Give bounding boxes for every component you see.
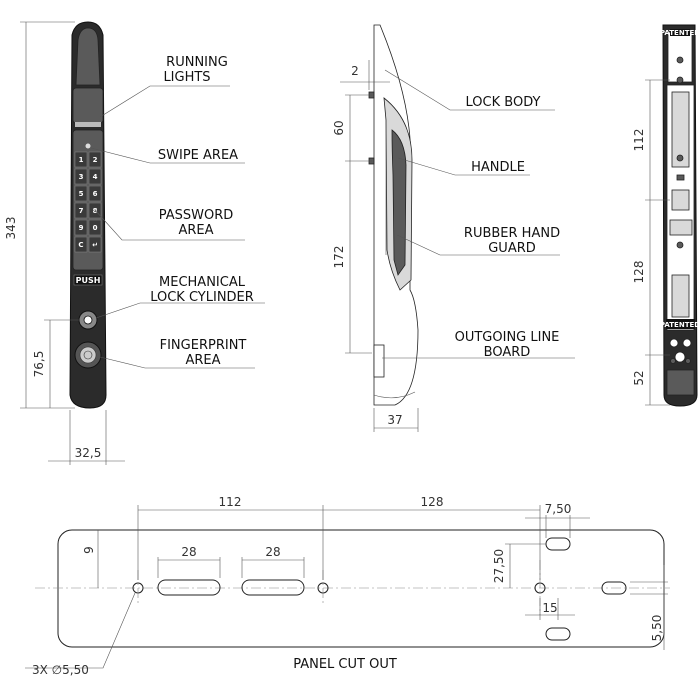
dim-back-128: 128 [632,261,646,284]
keypad-key [88,185,102,202]
slot-b [241,579,305,596]
label-mech-lock-2: LOCK CYLINDER [150,290,254,305]
dim-cut-15: 15 [542,601,557,615]
dim-cut-slot-b: 28 [265,545,280,559]
label-password-area-2: AREA [178,223,213,238]
label-lock-body: LOCK BODY [466,95,541,110]
keypad-key [88,219,102,236]
label-rubber-guard: RUBBER HAND [464,226,560,241]
panel-cut-out: 112 128 7,50 28 28 9 27,50 15 5,50 [25,495,670,677]
dim-front-width: 32,5 [75,446,102,460]
push-label-box [73,274,103,286]
swipe-marker [85,143,91,149]
keypad-key-label: 3 [79,173,84,181]
running-lights [75,122,101,127]
back-view: PATENTED PATENTED 112 128 52 [632,24,700,407]
label-rubber-guard-2: GUARD [488,241,536,256]
keypad-key [74,185,88,202]
dim-cut-2750: 27,50 [492,549,506,583]
label-password-area: PASSWORD [159,208,234,223]
label-swipe-area: SWIPE AREA [158,148,238,163]
keypad-key-label: 1 [79,156,84,164]
label-fingerprint: FINGERPRINT [160,338,247,353]
dim-back-52: 52 [632,370,646,385]
dim-cut-112: 112 [219,495,242,509]
label-outgoing-board-2: BOARD [484,345,531,360]
push-label: PUSH [76,276,101,285]
keypad-key [74,236,88,253]
dim-back-112: 112 [632,129,646,152]
patented-text-top: PATENTED [660,29,700,37]
dim-front-bottom: 76,5 [32,351,46,378]
patented-plate [666,319,695,329]
dim-cut-9: 9 [82,546,96,554]
label-handle: HANDLE [471,160,525,175]
label-panel-cut-out: PANEL CUT OUT [293,657,397,672]
dim-side-depth: 37 [387,413,402,427]
dim-side-172: 172 [332,246,346,269]
side-view: 60 172 2 37 LOCK BODY HANDLE RUBBER HAND… [332,24,575,432]
slot-d [545,537,571,551]
keypad-key-label: ↵ [92,241,98,249]
keypad-key [74,151,88,168]
keypad-key-label: C [78,241,83,249]
keypad-key [74,202,88,219]
patented-plate-top [670,29,690,36]
keypad: 1 2 3 4 5 6 7 8 9 0C ↵ [74,151,102,253]
patented-text: PATENTED [660,321,700,329]
slot-c [601,581,627,595]
keypad-key-label: 4 [93,173,98,181]
slot-e [545,627,571,641]
label-fingerprint-2: AREA [185,353,220,368]
dim-front-height: 343 [4,217,18,240]
keypad-key [88,168,102,185]
dim-cut-slot-a: 28 [181,545,196,559]
dim-cut-750: 7,50 [545,502,572,516]
dim-side-top: 2 [351,64,359,78]
dim-side-60: 60 [332,120,346,135]
label-running-lights: RUNNING [166,55,228,70]
dim-cut-128: 128 [421,495,444,509]
keypad-key [88,151,102,168]
label-mech-lock: MECHANICAL [159,275,246,290]
keypad-key-label: 7 [79,207,84,215]
label-running-lights-2: LIGHTS [163,70,210,85]
keypad-key-label: 5 [79,190,84,198]
keypad-key-label: 0 [93,224,98,232]
keypad-key-label: 8 [93,207,98,215]
keypad-key [88,236,102,253]
dim-cut-holes: 3X ∅5,50 [32,663,89,677]
keypad-key-label: 6 [93,190,98,198]
keypad-key-label: 2 [93,156,98,164]
slot-a [157,579,221,596]
keypad-key-label: 9 [79,224,84,232]
keypad-key [74,219,88,236]
keypad-key [74,168,88,185]
label-outgoing-board: OUTGOING LINE [455,330,560,345]
dim-cut-550: 5,50 [650,615,664,642]
keypad-key [88,202,102,219]
